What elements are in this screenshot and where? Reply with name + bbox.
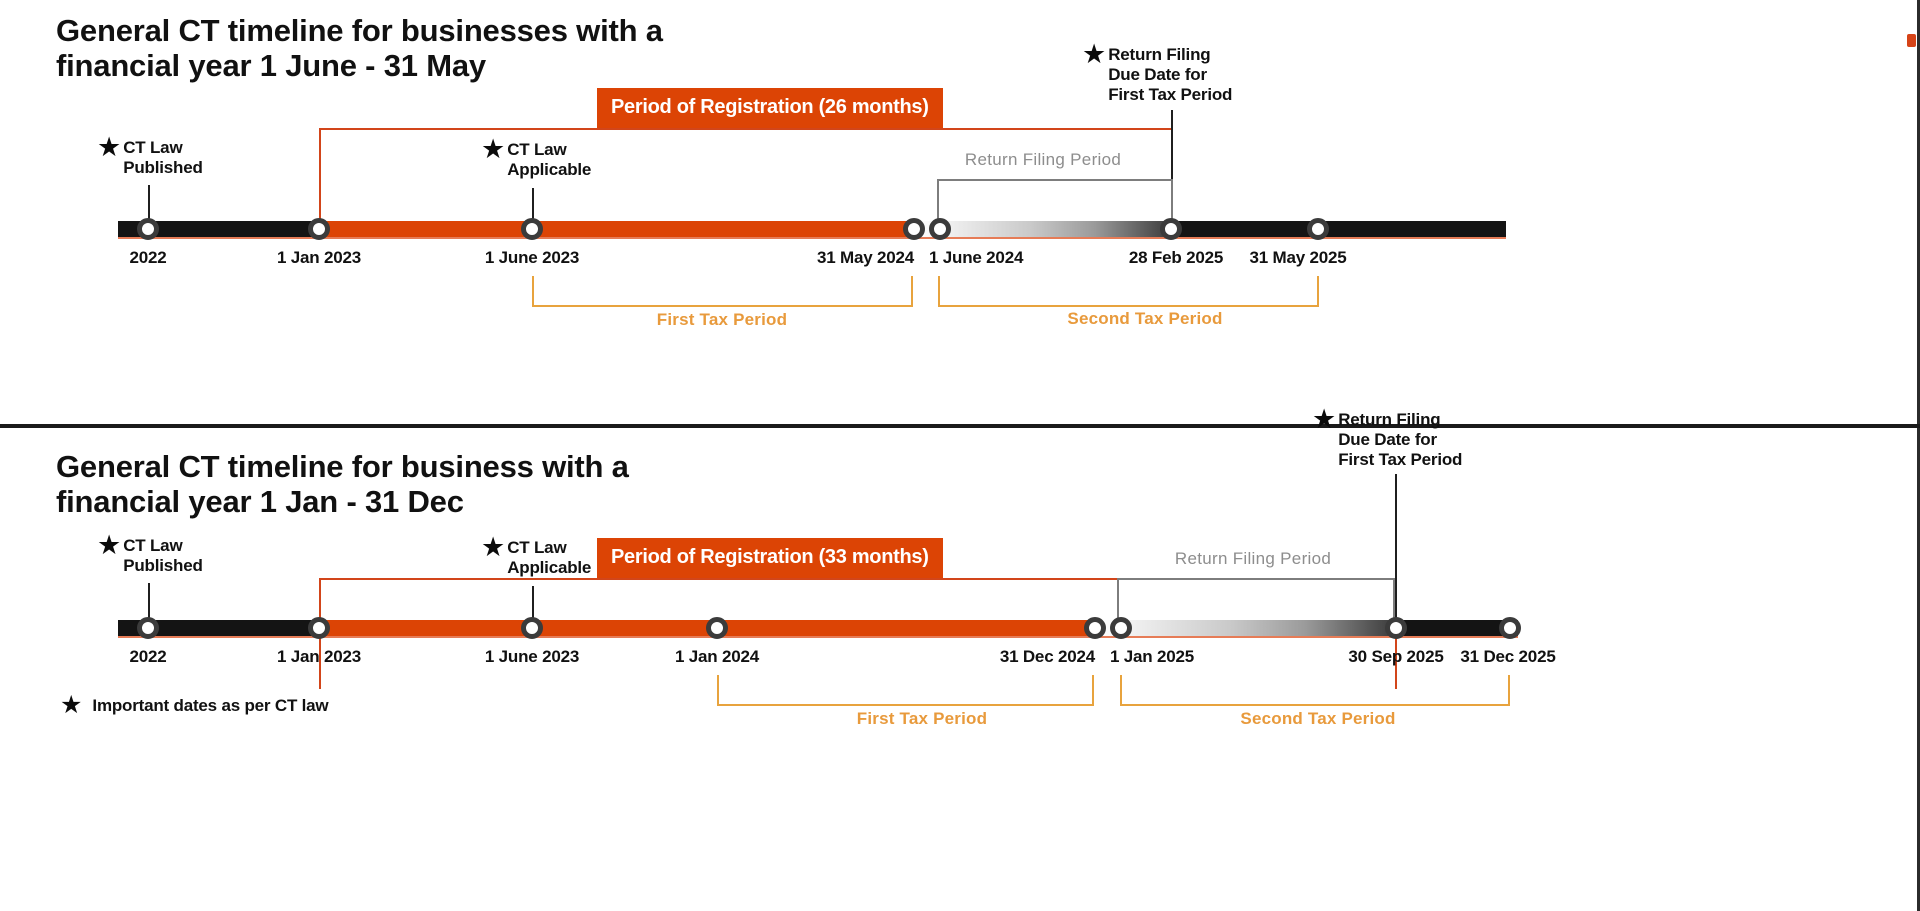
timeline-axis-1	[118, 221, 1506, 237]
timeline-node-1-jan-2024	[706, 617, 728, 639]
date-label: 30 Sep 2025	[1348, 647, 1444, 666]
star-icon: ★	[481, 532, 506, 562]
callout-stem-ct-law-published-2	[148, 583, 150, 629]
legend-label: Important dates as per CT law	[92, 695, 329, 715]
star-icon: ★	[1082, 39, 1107, 69]
timeline-fy-june-may: General CT timeline for businesses with …	[0, 0, 1920, 428]
star-callout-label: CT Law Applicable	[507, 140, 592, 180]
callout-stem-ct-law-applicable-1	[532, 188, 534, 229]
timeline-node-2022	[137, 218, 159, 240]
axis-segment-return-filing	[916, 221, 1172, 237]
corner-mark	[1907, 34, 1916, 47]
second-tax-period-bracket-1	[938, 276, 1319, 307]
axis-segment-pre-law	[118, 620, 319, 636]
date-label: 1 June 2023	[484, 647, 580, 666]
return-filing-period-label-1: Return Filing Period	[964, 150, 1122, 169]
axis-underline-1	[118, 237, 1506, 239]
star-callout-label: CT Law Applicable	[507, 538, 592, 578]
timeline-node-31-dec-2024	[1084, 617, 1106, 639]
date-label: 1 Jan 2023	[276, 647, 362, 666]
timeline-node-1-june-2024	[929, 218, 951, 240]
callout-stem-return-filing-due-2	[1395, 474, 1397, 629]
star-callout-ct-law-published-2: ★ CT Law Published	[97, 530, 203, 576]
timeline-node-1-jan-2025	[1110, 617, 1132, 639]
first-tax-period-label-1: First Tax Period	[656, 310, 788, 329]
date-label: 1 June 2024	[929, 248, 1024, 267]
timeline-node-31-may-2024	[903, 218, 925, 240]
star-callout-label: Return Filing Due Date for First Tax Per…	[1108, 45, 1233, 105]
star-callout-label: Return Filing Due Date for First Tax Per…	[1338, 410, 1463, 470]
registration-banner-1: Period of Registration (26 months)	[597, 88, 943, 128]
axis-segment-registration	[319, 221, 916, 237]
date-label: 2022	[129, 248, 167, 267]
return-filing-period-label-2: Return Filing Period	[1174, 549, 1332, 568]
date-label: 1 June 2023	[484, 248, 580, 267]
section-divider	[0, 424, 1920, 428]
star-icon: ★	[97, 530, 122, 560]
timeline-node-2022	[137, 617, 159, 639]
star-icon: ★	[97, 132, 122, 162]
axis-segment-post	[1396, 620, 1518, 636]
timeline-node-1-jan-2023	[308, 617, 330, 639]
timeline-node-1-june-2023	[521, 617, 543, 639]
axis-segment-post	[1172, 221, 1506, 237]
return-filing-period-bracket-2	[1117, 578, 1395, 630]
legend: ★ Important dates as per CT law	[60, 691, 329, 719]
date-label: 31 Dec 2025	[1460, 647, 1556, 666]
star-callout-ct-law-applicable-2: ★ CT Law Applicable	[481, 532, 592, 578]
axis-underline-2	[118, 636, 1518, 638]
date-label: 1 Jan 2023	[276, 248, 362, 267]
second-tax-period-bracket-2	[1120, 675, 1510, 706]
date-label: 1 Jan 2025	[1110, 647, 1195, 666]
timeline-node-31-dec-2025	[1499, 617, 1521, 639]
star-callout-return-filing-due-2: ★ Return Filing Due Date for First Tax P…	[1312, 404, 1463, 470]
star-icon: ★	[481, 134, 506, 164]
callout-stem-ct-law-published-1	[148, 185, 150, 229]
right-rule-1	[1917, 0, 1920, 428]
timeline-node-30-sep-2025	[1385, 617, 1407, 639]
star-icon: ★	[60, 691, 83, 719]
date-label: 1 Jan 2024	[674, 647, 760, 666]
first-tax-period-bracket-2	[717, 675, 1094, 706]
callout-stem-return-filing-due-1	[1171, 110, 1173, 229]
date-label: 31 May 2025	[1249, 248, 1347, 267]
page-title-1: General CT timeline for businesses with …	[56, 13, 663, 83]
star-callout-label: CT Law Published	[123, 536, 203, 576]
star-callout-ct-law-applicable-1: ★ CT Law Applicable	[481, 134, 592, 180]
callout-stem-ct-law-applicable-2	[532, 586, 534, 629]
date-label: 28 Feb 2025	[1128, 248, 1224, 267]
right-rule-2	[1917, 428, 1920, 911]
axis-segment-return-filing	[1096, 620, 1396, 636]
axis-segment-pre-law	[118, 221, 319, 237]
second-tax-period-label-1: Second Tax Period	[1067, 309, 1223, 328]
date-label: 31 Dec 2024	[999, 647, 1095, 666]
first-tax-period-label-2: First Tax Period	[856, 709, 988, 728]
date-label: 2022	[129, 647, 167, 666]
timeline-node-1-june-2023	[521, 218, 543, 240]
second-tax-period-label-2: Second Tax Period	[1240, 709, 1396, 728]
first-tax-period-bracket-1	[532, 276, 913, 307]
timeline-node-1-jan-2023	[308, 218, 330, 240]
star-callout-ct-law-published-1: ★ CT Law Published	[97, 132, 203, 178]
star-callout-return-filing-due-1: ★ Return Filing Due Date for First Tax P…	[1082, 39, 1233, 105]
date-label: 31 May 2024	[816, 248, 914, 267]
timeline-node-28-feb-2025	[1160, 218, 1182, 240]
timeline-node-31-may-2025	[1307, 218, 1329, 240]
registration-bracket-1	[319, 128, 1173, 229]
registration-banner-2: Period of Registration (33 months)	[597, 538, 943, 578]
star-callout-label: CT Law Published	[123, 138, 203, 178]
return-filing-period-bracket-1	[937, 179, 1173, 229]
star-icon: ★	[1312, 404, 1337, 434]
page-title-2: General CT timeline for business with a …	[56, 449, 629, 519]
timeline-fy-jan-dec: General CT timeline for business with a …	[0, 406, 1920, 911]
